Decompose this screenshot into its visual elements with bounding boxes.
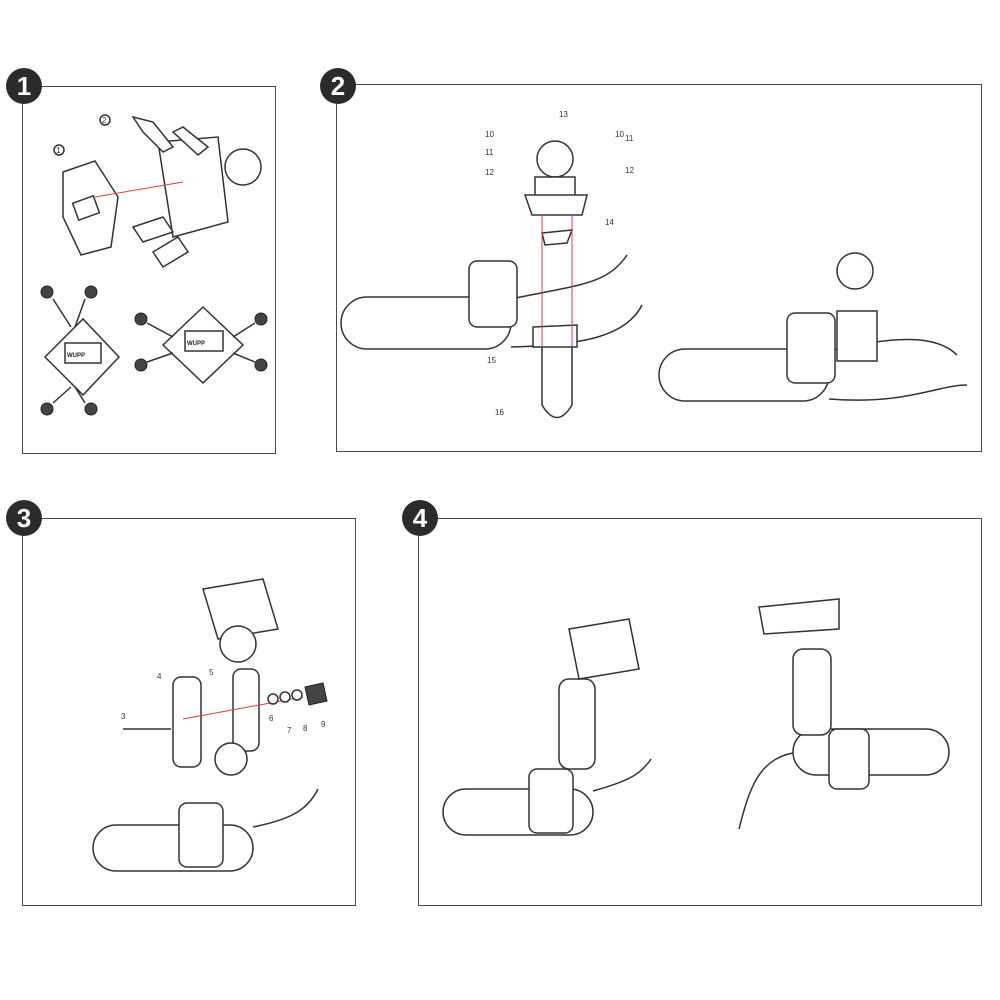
phone-cradle-icon	[202, 578, 279, 663]
callout-label: 6	[269, 714, 274, 723]
handlebar-icon	[340, 254, 643, 350]
callout-label: 11	[625, 134, 634, 143]
step-4-badge: 4	[402, 500, 438, 536]
assembled-handlebar	[658, 252, 968, 402]
extension-arm-exploded	[123, 668, 328, 768]
phone-cradle-icon	[94, 115, 262, 269]
step-1-diagram: WUPP WUPP 1 2	[40, 114, 268, 416]
callout-label: 1	[56, 146, 61, 155]
callout-label: 2	[102, 116, 107, 125]
callout-label: 15	[487, 356, 496, 365]
step-3-diagram: 3 4 5 6 7 8 9	[92, 578, 328, 872]
cradle-front-view-left: WUPP	[40, 285, 121, 416]
step-1-panel: WUPP WUPP 1 2	[22, 86, 276, 454]
callout-label: 16	[495, 408, 504, 417]
step-4-panel	[418, 518, 982, 906]
callout-label: 11	[485, 148, 494, 157]
cradle-front-view-right: WUPP	[134, 305, 268, 385]
svg-text:WUPP: WUPP	[187, 341, 205, 347]
step-4-diagram	[442, 598, 950, 836]
callout-label: 13	[559, 110, 568, 119]
callout-label: 12	[485, 168, 494, 177]
step-2-diagram: 10 10 11 11 12 12 13 14 15 16	[340, 110, 968, 419]
callout-label: 14	[605, 218, 614, 227]
assembled-mount-right	[738, 598, 950, 830]
step-2-panel: 10 10 11 11 12 12 13 14 15 16	[336, 84, 982, 452]
callout-label: 12	[625, 166, 634, 175]
u-bolt-icon	[541, 215, 573, 419]
callout-label: 5	[209, 668, 214, 677]
callout-label: 4	[157, 672, 162, 681]
step-2-badge: 2	[320, 68, 356, 104]
callout-label: 9	[321, 720, 326, 729]
callout-label: 8	[303, 724, 308, 733]
ball-joint-icon	[523, 140, 588, 348]
callout-label: 10	[485, 130, 494, 139]
callout-label: 10	[615, 130, 624, 139]
callout-label: 3	[121, 712, 126, 721]
step-3-badge: 3	[6, 500, 42, 536]
back-plate	[62, 160, 119, 256]
callout-label: 7	[287, 726, 292, 735]
assembled-mount-left	[442, 618, 652, 836]
step-3-panel: 3 4 5 6 7 8 9	[22, 518, 356, 906]
step-1-badge: 1	[6, 68, 42, 104]
handlebar-icon	[92, 742, 319, 872]
svg-text:WUPP: WUPP	[67, 353, 85, 359]
